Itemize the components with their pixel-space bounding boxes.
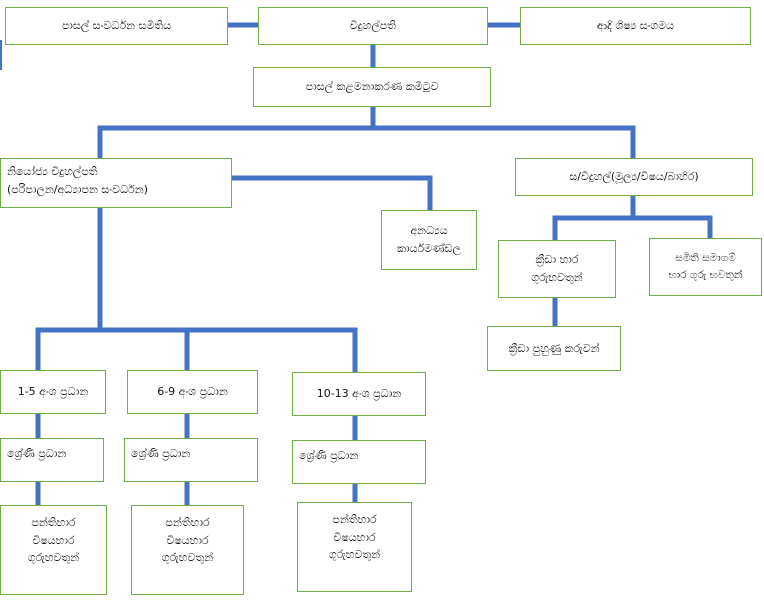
node-grade-head-2: ශ්‍රේණි ප්‍රධාන — [124, 438, 258, 482]
node-label: 6-9 අංශ ප්‍රධාන — [157, 385, 228, 399]
node-grade-10-13-head: 10-13 අංශ ප්‍රධාන — [292, 372, 426, 416]
node-past-pupils-association: ආදි ශිෂ්‍ය සංගමය — [520, 7, 751, 45]
node-label-line3: ගුරුභවතුන් — [328, 548, 381, 562]
node-deputy-principal: නියෝජ්‍ය විදුහල්පති (පරිපාලන/අධ්‍යාපන සං… — [0, 158, 232, 208]
node-school-development-society: පාසල් සංවර්ධන සමිතිය — [5, 7, 228, 45]
node-label-line3: ගුරුභවතුන් — [27, 551, 80, 565]
connector-lines — [35, 22, 713, 508]
node-grade-1-5-head: 1-5 අංශ ප්‍රධාන — [0, 370, 106, 414]
node-principal: විදුහල්පති — [258, 7, 488, 45]
node-school-management-committee: පාසල් කළමනාකරණ කමිටුව — [253, 67, 491, 107]
node-assistant-principal: ස/විදුහල්(මූල්‍ය/විෂය/බාහිර) — [515, 158, 753, 196]
node-grade-head-3: ශ්‍රේණි ප්‍රධාන — [292, 440, 426, 484]
node-label-line1: ක්‍රීඩා භාර — [535, 253, 579, 267]
node-label: ක්‍රීඩා පුහුණු කරුවන් — [508, 341, 600, 355]
node-label-line2: භාර ගුරු භවතුන් — [668, 269, 743, 281]
node-grade-6-9-head: 6-9 අංශ ප්‍රධාන — [127, 370, 258, 414]
left-edge-accent-line — [0, 40, 2, 70]
node-label-line1: නියෝජ්‍ය විදුහල්පති — [7, 165, 98, 178]
node-label: 10-13 අංශ ප්‍රධාන — [316, 387, 402, 401]
node-grade-head-1: ශ්‍රේණි ප්‍රධාන — [0, 438, 104, 482]
node-label: පාසල් කළමනාකරණ කමිටුව — [305, 80, 439, 94]
node-label-line3: ගුරුභවතුන් — [161, 551, 214, 565]
node-societies-teachers: සමිති සමාගම් භාර ගුරු භවතුන් — [649, 238, 762, 296]
node-label-line1: අනධ්‍යය — [410, 224, 448, 238]
node-non-academic-staff: අනධ්‍යය කාර්යමණ්ඩල — [381, 210, 477, 270]
node-label-line2: කාර්යමණ්ඩල — [397, 242, 461, 255]
node-label-line2: ගුරුභවතුන් — [531, 271, 583, 284]
node-label: ශ්‍රේණි ප්‍රධාන — [299, 449, 359, 462]
node-class-subject-teachers-2: පන්තිභාර විෂයභාර ගුරුභවතුන් — [131, 505, 244, 595]
node-label: පාසල් සංවර්ධන සමිතිය — [61, 19, 172, 33]
node-label-line1: පන්තිභාර — [31, 516, 76, 529]
node-label-line2: විෂයභාර — [333, 530, 376, 544]
node-label: විදුහල්පති — [349, 19, 397, 33]
node-sports-teachers: ක්‍රීඩා භාර ගුරුභවතුන් — [498, 240, 616, 298]
node-label-line2: (පරිපාලන/අධ්‍යාපන සංවර්ධන) — [7, 182, 148, 196]
node-label: ශ්‍රේණි ප්‍රධාන — [131, 447, 191, 460]
node-label: ස/විදුහල්(මූල්‍ය/විෂය/බාහිර) — [569, 170, 699, 184]
node-label-line2: විෂයභාර — [166, 533, 209, 547]
node-sports-coaches: ක්‍රීඩා පුහුණු කරුවන් — [487, 326, 621, 371]
node-class-subject-teachers-3: පන්තිභාර විෂයභාර ගුරුභවතුන් — [297, 502, 412, 592]
node-label-line1: සමිති සමාගම් — [675, 252, 736, 265]
node-label-line2: විෂයභාර — [32, 533, 75, 547]
node-label: ශ්‍රේණි ප්‍රධාන — [7, 447, 67, 460]
node-label: 1-5 අංශ ප්‍රධාන — [17, 385, 89, 399]
node-label-line1: පන්තිභාර — [165, 516, 210, 529]
node-class-subject-teachers-1: පන්තිභාර විෂයභාර ගුරුභවතුන් — [0, 505, 107, 595]
node-label: ආදි ශිෂ්‍ය සංගමය — [596, 19, 675, 33]
node-label-line1: පන්තිභාර — [332, 513, 377, 526]
